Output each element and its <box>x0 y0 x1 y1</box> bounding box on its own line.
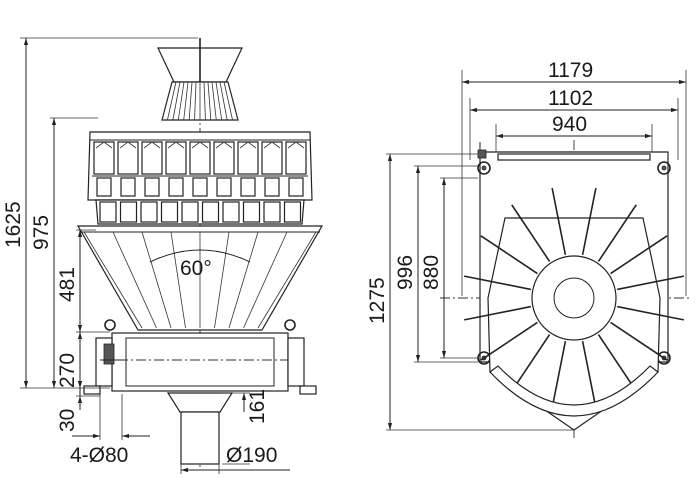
dim-d190: Ø190 <box>226 444 277 467</box>
bucket-top-edge <box>287 141 305 149</box>
funnel-fin-line <box>177 81 185 121</box>
dim-1275: 1275 <box>366 277 389 324</box>
lower-hopper <box>242 201 261 223</box>
chute-line <box>83 231 143 329</box>
chute-line <box>243 231 288 329</box>
chute-line <box>112 231 157 329</box>
dim-1625: 1625 <box>2 201 25 248</box>
bucket-top-edge <box>215 141 233 149</box>
top-view: 1179 1102 940 1275 996 880 <box>366 59 690 440</box>
lower-hopper <box>99 201 117 223</box>
lower-hopper <box>263 201 281 223</box>
funnel-fin-line <box>167 81 177 121</box>
dim-270: 270 <box>56 353 79 388</box>
top-dish <box>463 187 685 431</box>
chute-spoke <box>597 334 637 392</box>
funnel-fin-line <box>215 81 223 121</box>
funnel-fin-line <box>183 81 189 121</box>
body-cone: 60° <box>76 225 324 331</box>
chute-spoke <box>610 321 668 361</box>
dim-880: 880 <box>420 255 443 290</box>
bucket-ring <box>87 131 313 225</box>
dim-161: 161 <box>246 389 269 424</box>
hopper-box <box>240 177 256 197</box>
hopper-box <box>144 177 160 197</box>
hopper-box <box>96 177 112 197</box>
cone-angle-label: 60° <box>180 257 212 280</box>
hopper-box <box>168 177 184 197</box>
bucket-top-edge <box>95 141 113 149</box>
chute-spoke <box>616 305 685 321</box>
dim-4-d80: 4-Ø80 <box>70 444 128 467</box>
chute-spoke <box>551 187 567 256</box>
bucket-top-edge <box>143 141 161 149</box>
funnel-fin-line <box>188 81 193 121</box>
funnel-fin-line <box>211 81 217 121</box>
chute-line <box>214 231 230 329</box>
hopper-box <box>288 177 304 197</box>
dim-481: 481 <box>56 267 79 302</box>
hopper-box <box>192 177 208 197</box>
lower-hopper <box>222 201 240 223</box>
chute-spoke <box>551 340 567 409</box>
chute-spoke <box>463 275 532 291</box>
funnel-fin-line <box>172 81 181 121</box>
chute-line <box>141 231 172 329</box>
hopper-box <box>264 177 280 197</box>
funnel-fin-line <box>207 81 212 121</box>
hopper-box <box>120 177 136 197</box>
dim-30: 30 <box>56 409 79 432</box>
chute-spoke <box>581 187 597 256</box>
chute-spoke <box>597 204 637 262</box>
chute-line <box>257 231 317 329</box>
dim-1102: 1102 <box>548 87 593 110</box>
funnel-fin-line <box>161 81 173 121</box>
chute-spoke <box>581 340 597 409</box>
feed-funnel <box>157 38 243 121</box>
funnel-fin-line <box>227 81 239 121</box>
front-view: 60° <box>2 37 324 474</box>
chute-line <box>170 231 186 329</box>
chute-spoke <box>480 235 538 275</box>
lower-hopper <box>119 201 138 223</box>
discharge-chute <box>166 392 234 465</box>
top-dimensions: 1179 1102 940 1275 996 880 <box>366 59 687 431</box>
lower-hopper <box>201 201 220 223</box>
bucket-top-edge <box>239 141 257 149</box>
bucket-top-edge <box>167 141 185 149</box>
funnel-fin-line <box>219 81 228 121</box>
hopper-box <box>216 177 232 197</box>
dim-996: 996 <box>394 255 417 290</box>
funnel-fin-line <box>203 81 206 121</box>
dim-975: 975 <box>30 215 53 250</box>
bucket-top-edge <box>119 141 137 149</box>
chute-spoke <box>610 235 668 275</box>
chute-spoke <box>480 321 538 361</box>
dim-940: 940 <box>552 113 587 136</box>
bucket-top-edge <box>191 141 209 149</box>
lower-hopper <box>160 201 179 223</box>
lower-hopper <box>283 201 302 223</box>
funnel-fin-line <box>194 81 197 121</box>
lower-hopper <box>181 201 199 223</box>
chute-line <box>228 231 259 329</box>
front-dimensions: 1625 975 481 270 30 4-Ø80 <box>2 37 290 474</box>
chute-spoke <box>616 275 685 291</box>
dim-1179: 1179 <box>548 59 593 82</box>
lower-hopper <box>140 201 158 223</box>
chute-spoke <box>463 305 532 321</box>
base-frame <box>83 319 317 395</box>
funnel-fin-line <box>223 81 233 121</box>
bucket-top-edge <box>263 141 281 149</box>
chute-spoke <box>511 204 551 262</box>
chute-spoke <box>511 334 551 392</box>
